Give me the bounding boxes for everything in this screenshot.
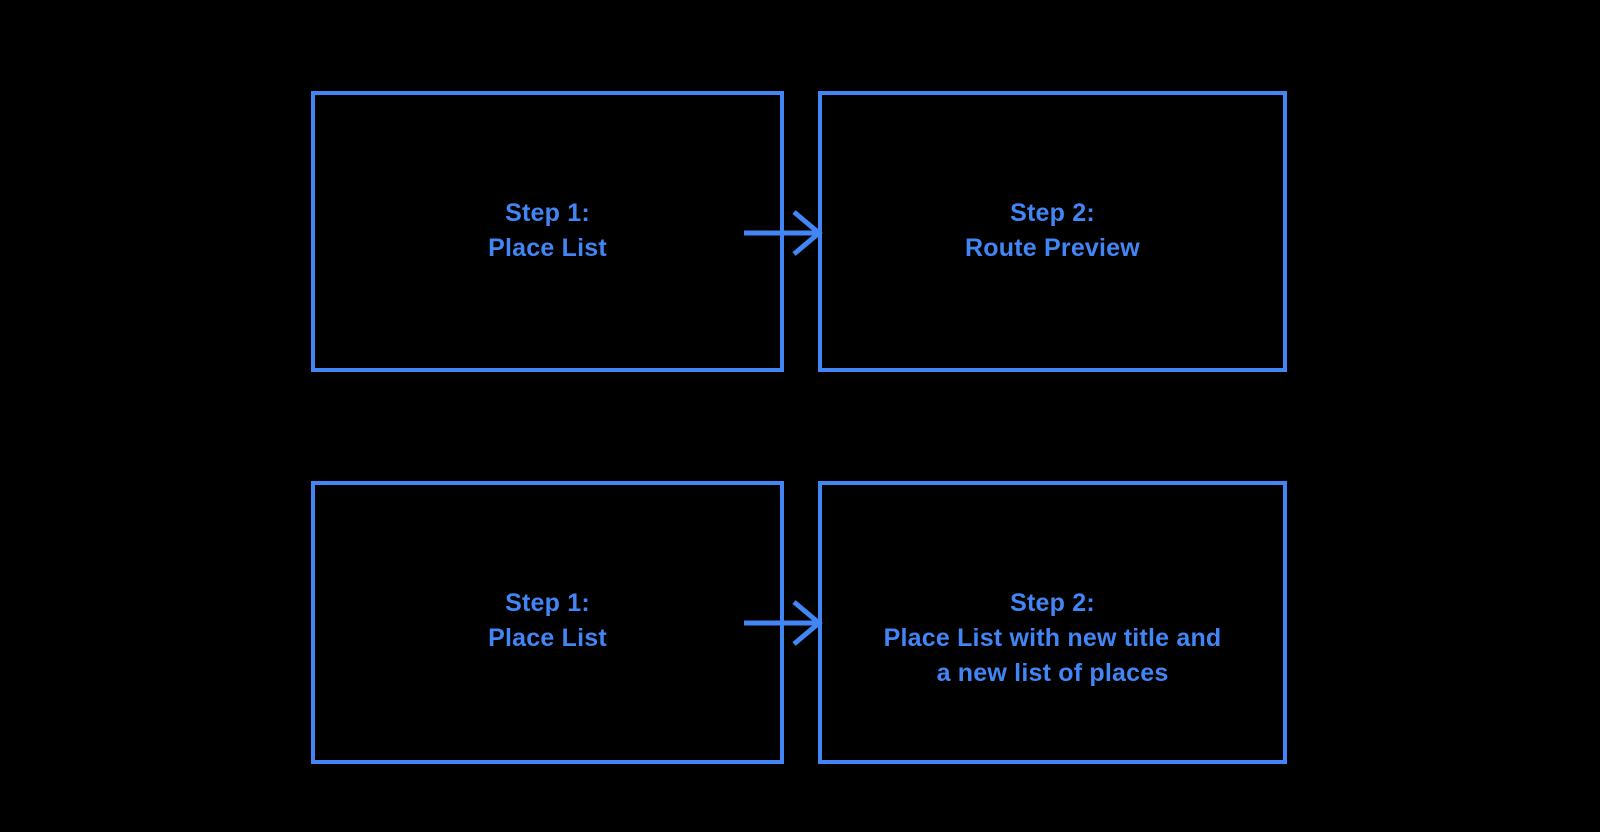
flow2-step1-label: Step 1: Place List xyxy=(315,586,780,656)
flow2-step2-box: Step 2: Place List with new title and a … xyxy=(818,481,1287,764)
label-line: Step 2: xyxy=(1010,199,1095,227)
right-arrow-icon xyxy=(744,210,823,256)
label-line: Route Preview xyxy=(965,234,1140,262)
label-line: Place List xyxy=(488,624,607,652)
label-line: Step 1: xyxy=(505,199,590,227)
flow1-step2-box: Step 2: Route Preview xyxy=(818,91,1287,372)
label-line: Step 1: xyxy=(505,589,590,617)
flow2-step1-box: Step 1: Place List xyxy=(311,481,784,764)
flow2-step2-label: Step 2: Place List with new title and a … xyxy=(822,586,1283,691)
label-line: Place List xyxy=(488,234,607,262)
label-line: Step 2: xyxy=(1010,589,1095,617)
flow1-step1-box: Step 1: Place List xyxy=(311,91,784,372)
flow1-step2-label: Step 2: Route Preview xyxy=(822,196,1283,266)
right-arrow-icon xyxy=(744,600,823,646)
label-line: Place List with new title and xyxy=(883,624,1222,652)
flow1-step1-label: Step 1: Place List xyxy=(315,196,780,266)
label-line: a new list of places xyxy=(936,659,1169,687)
